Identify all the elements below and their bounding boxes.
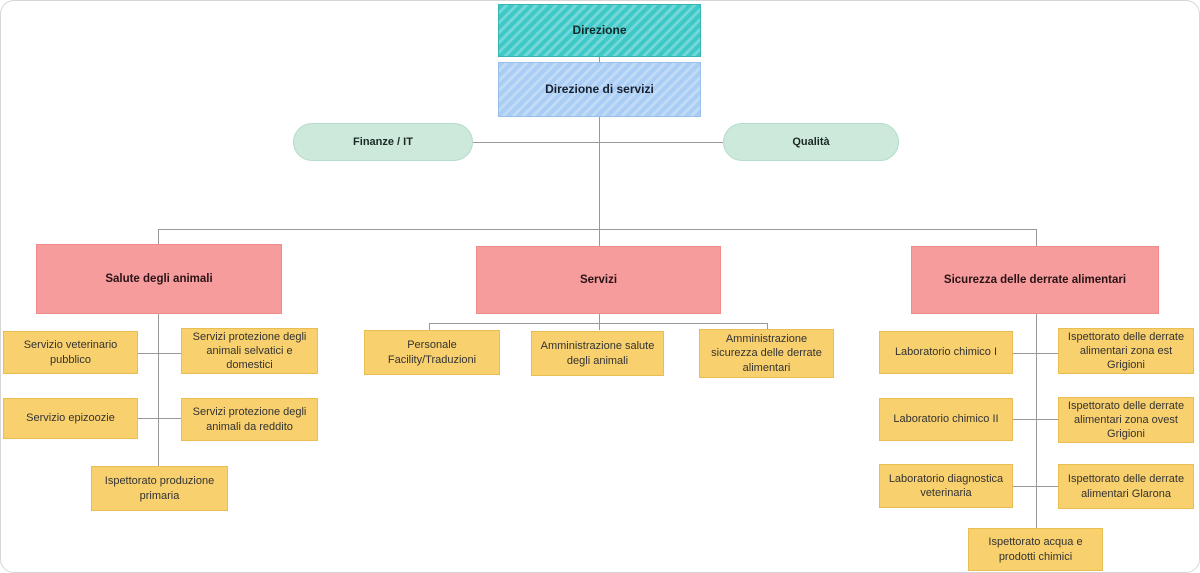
node-label: Laboratorio diagnostica veterinaria bbox=[888, 472, 1004, 499]
node-label: Personale Facility/Traduzioni bbox=[387, 339, 477, 366]
node-label: Ispettorato delle derrate alimentari zon… bbox=[1067, 330, 1185, 372]
node-laboratorio-diagnostica-veterinaria[interactable]: Laboratorio diagnostica veterinaria bbox=[879, 464, 1013, 508]
node-label: Ispettorato produzione primaria bbox=[104, 475, 215, 502]
node-label: Servizi protezione degli animali da redd… bbox=[192, 406, 307, 433]
node-ispettorato-zona-est-grigioni[interactable]: Ispettorato delle derrate alimentari zon… bbox=[1058, 328, 1194, 374]
node-ispettorato-acqua-prodotti-chimici[interactable]: Ispettorato acqua e prodotti chimici bbox=[968, 528, 1103, 571]
connector-line bbox=[599, 314, 600, 330]
node-qualita[interactable]: Qualità bbox=[723, 123, 899, 161]
connector-line bbox=[429, 323, 767, 324]
node-label: Qualità bbox=[792, 135, 830, 148]
node-label: Servizi protezione degli animali selvati… bbox=[192, 330, 307, 372]
connector-line bbox=[1013, 353, 1058, 354]
node-amministrazione-salute-animali[interactable]: Amministrazione salute degli animali bbox=[531, 331, 664, 376]
node-label: Ispettorato acqua e prodotti chimici bbox=[988, 536, 1083, 563]
node-servizi-protezione-selvatici[interactable]: Servizi protezione degli animali selvati… bbox=[181, 328, 318, 374]
connector-line bbox=[429, 323, 430, 330]
node-laboratorio-chimico-2[interactable]: Laboratorio chimico II bbox=[879, 398, 1013, 441]
connector-line bbox=[158, 314, 159, 466]
node-servizio-epizoozie[interactable]: Servizio epizoozie bbox=[3, 398, 138, 439]
node-label: Servizio epizoozie bbox=[26, 412, 115, 425]
connector-line bbox=[138, 353, 181, 354]
node-servizi-protezione-reddito[interactable]: Servizi protezione degli animali da redd… bbox=[181, 398, 318, 441]
connector-line bbox=[1013, 419, 1058, 420]
node-label: Direzione bbox=[572, 22, 627, 37]
node-sicurezza-derrate[interactable]: Sicurezza delle derrate alimentari bbox=[911, 246, 1159, 314]
node-label: Finanze / IT bbox=[353, 135, 413, 148]
connector-line bbox=[158, 229, 159, 244]
node-ispettorato-produzione-primaria[interactable]: Ispettorato produzione primaria bbox=[91, 466, 228, 511]
connector-line bbox=[767, 323, 768, 329]
node-salute-degli-animali[interactable]: Salute degli animali bbox=[36, 244, 282, 314]
node-label: Direzione di servizi bbox=[545, 81, 654, 96]
connector-line bbox=[599, 57, 600, 62]
connector-line bbox=[138, 418, 181, 419]
node-label: Amministrazione sicurezza delle derrate … bbox=[711, 333, 822, 374]
node-finanze-it[interactable]: Finanze / IT bbox=[293, 123, 473, 161]
node-servizi[interactable]: Servizi bbox=[476, 246, 721, 314]
node-label: Laboratorio chimico II bbox=[893, 413, 999, 426]
connector-line bbox=[158, 229, 1037, 230]
node-label: Salute degli animali bbox=[105, 272, 213, 285]
node-label: Servizi bbox=[579, 273, 618, 286]
node-personale-facility-traduzioni[interactable]: Personale Facility/Traduzioni bbox=[364, 330, 500, 375]
node-label: Ispettorato delle derrate alimentari Gla… bbox=[1067, 473, 1185, 500]
connector-line bbox=[1013, 486, 1058, 487]
connector-line bbox=[1036, 229, 1037, 246]
node-label: Laboratorio chimico I bbox=[894, 346, 998, 359]
connector-line bbox=[473, 142, 723, 143]
node-label: Servizio veterinario pubblico bbox=[23, 339, 118, 366]
node-ispettorato-zona-ovest-grigioni[interactable]: Ispettorato delle derrate alimentari zon… bbox=[1058, 397, 1194, 443]
connector-line bbox=[1036, 314, 1037, 528]
node-direzione-di-servizi[interactable]: Direzione di servizi bbox=[498, 62, 701, 117]
connector-line bbox=[599, 117, 600, 246]
node-servizio-veterinario-pubblico[interactable]: Servizio veterinario pubblico bbox=[3, 331, 138, 374]
node-label: Ispettorato delle derrate alimentari zon… bbox=[1067, 399, 1185, 441]
node-laboratorio-chimico-1[interactable]: Laboratorio chimico I bbox=[879, 331, 1013, 374]
node-direzione[interactable]: Direzione bbox=[498, 4, 701, 57]
node-label: Amministrazione salute degli animali bbox=[540, 340, 655, 367]
node-label: Sicurezza delle derrate alimentari bbox=[943, 273, 1127, 286]
node-amministrazione-sicurezza-derrate[interactable]: Amministrazione sicurezza delle derrate … bbox=[699, 329, 834, 378]
node-ispettorato-glarona[interactable]: Ispettorato delle derrate alimentari Gla… bbox=[1058, 464, 1194, 509]
